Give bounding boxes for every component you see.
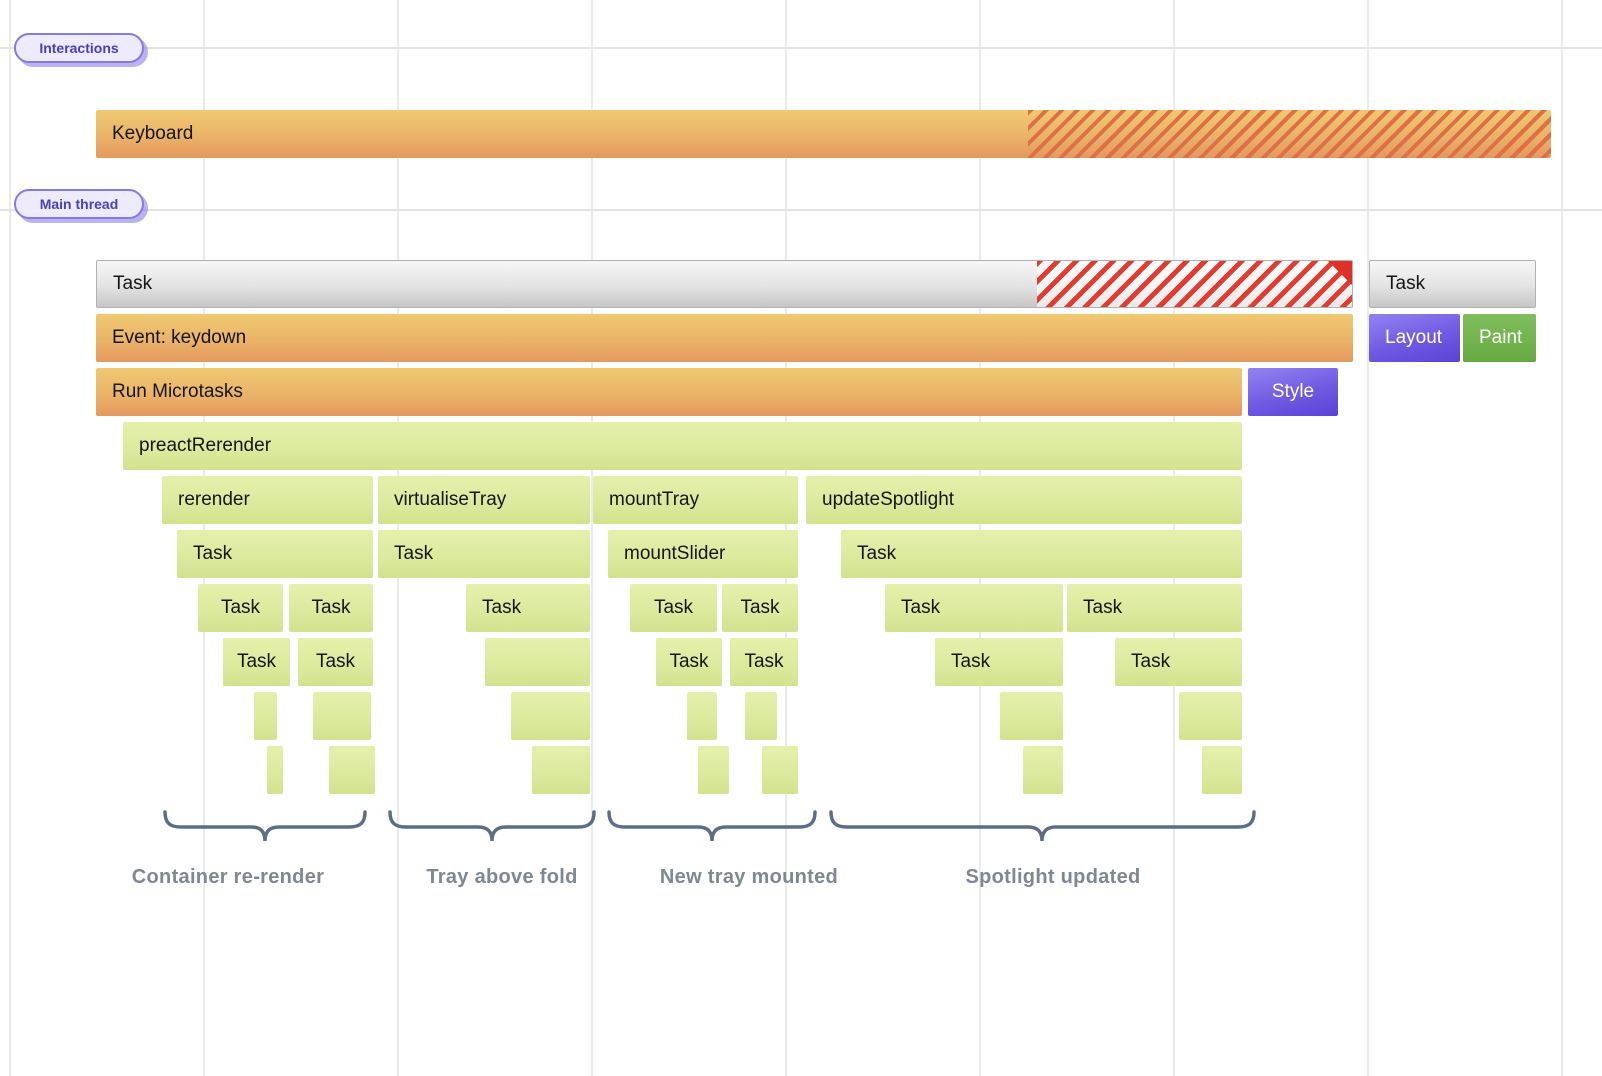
- task-label: Task: [744, 651, 784, 672]
- interactions-track-text: Interactions: [39, 40, 119, 56]
- keyboard-interaction-bar[interactable]: Keyboard: [96, 110, 1551, 158]
- long-task-overrun-hatch: [1037, 261, 1352, 307]
- task-label: Task: [193, 543, 233, 564]
- unlabeled-flame-bar[interactable]: [1202, 746, 1242, 794]
- task-label: Task: [901, 597, 941, 618]
- task-bar[interactable]: Task: [730, 638, 798, 686]
- task-bar[interactable]: Task: [223, 638, 290, 686]
- update-spotlight-label: updateSpotlight: [822, 489, 955, 510]
- task-bar[interactable]: Task: [885, 584, 1063, 632]
- event-keydown-label: Event: keydown: [112, 327, 247, 348]
- style-bar[interactable]: Style: [1248, 368, 1338, 416]
- update-spotlight-bar[interactable]: updateSpotlight: [806, 476, 1242, 524]
- task-bar[interactable]: Task: [630, 584, 717, 632]
- unlabeled-flame-bar[interactable]: [329, 746, 375, 794]
- annotation-label: New tray mounted: [659, 866, 839, 888]
- virtualise-tray-label: virtualiseTray: [394, 489, 507, 510]
- layout-label: Layout: [1385, 327, 1443, 348]
- task-label: Task: [394, 543, 434, 564]
- unlabeled-flame-bar[interactable]: [485, 638, 590, 686]
- task-bar[interactable]: Task: [177, 530, 373, 578]
- run-microtasks-bar[interactable]: Run Microtasks: [96, 368, 1242, 416]
- mount-tray-label: mountTray: [609, 489, 700, 510]
- task-bar[interactable]: Task: [289, 584, 373, 632]
- task-label: Task: [653, 597, 694, 618]
- task-bar[interactable]: Task: [298, 638, 373, 686]
- main-thread-track-label[interactable]: Main thread: [14, 189, 144, 219]
- annotation-brace: [607, 810, 817, 842]
- gridline-vertical: [9, 0, 11, 1076]
- task-label: Task: [669, 651, 709, 672]
- annotation-brace: [163, 810, 367, 842]
- task-bar[interactable]: Task: [656, 638, 722, 686]
- preact-rerender-label: preactRerender: [139, 435, 272, 456]
- unlabeled-flame-bar[interactable]: [1000, 692, 1063, 740]
- task-label: Task: [1131, 651, 1171, 672]
- paint-bar[interactable]: Paint: [1463, 314, 1536, 362]
- long-task-bar[interactable]: Task: [96, 260, 1353, 308]
- paint-label: Paint: [1479, 327, 1523, 348]
- unlabeled-flame-bar[interactable]: [1023, 746, 1063, 794]
- rerender-label: rerender: [178, 489, 250, 510]
- gridline-vertical: [1367, 0, 1369, 1076]
- interactions-track-label[interactable]: Interactions: [14, 33, 144, 63]
- task-label: Task: [236, 651, 277, 672]
- gridline-vertical: [591, 0, 593, 1076]
- mount-tray-bar[interactable]: mountTray: [593, 476, 798, 524]
- keyboard-interaction-label: Keyboard: [112, 123, 194, 144]
- task-bar[interactable]: Task: [198, 584, 283, 632]
- main-thread-track-text: Main thread: [39, 196, 119, 212]
- long-task-label: Task: [113, 273, 153, 294]
- task-label: Task: [220, 597, 261, 618]
- task-label: Task: [951, 651, 991, 672]
- unlabeled-flame-bar[interactable]: [1179, 692, 1242, 740]
- gridline-horizontal: [0, 209, 1602, 211]
- task-label: Task: [315, 651, 356, 672]
- task-label: Task: [1083, 597, 1123, 618]
- task-bar[interactable]: Task: [466, 584, 590, 632]
- preact-rerender-bar[interactable]: preactRerender: [123, 422, 1242, 470]
- annotation-label: Container re-render: [131, 866, 325, 888]
- annotation-brace: [829, 810, 1256, 842]
- virtualise-tray-bar[interactable]: virtualiseTray: [378, 476, 590, 524]
- unlabeled-flame-bar[interactable]: [511, 692, 590, 740]
- unlabeled-flame-bar[interactable]: [687, 692, 717, 740]
- mount-slider-bar[interactable]: mountSlider: [608, 530, 798, 578]
- second-task-bar[interactable]: Task: [1369, 260, 1536, 308]
- run-microtasks-label: Run Microtasks: [112, 381, 243, 402]
- task-label: Task: [857, 543, 897, 564]
- task-bar[interactable]: Task: [841, 530, 1242, 578]
- annotation-label: Tray above fold: [426, 866, 578, 888]
- unlabeled-flame-bar[interactable]: [762, 746, 798, 794]
- task-bar[interactable]: Task: [935, 638, 1063, 686]
- task-label: Task: [482, 597, 522, 618]
- task-bar[interactable]: Task: [1115, 638, 1242, 686]
- rerender-bar[interactable]: rerender: [162, 476, 373, 524]
- layout-bar[interactable]: Layout: [1369, 314, 1460, 362]
- unlabeled-flame-bar[interactable]: [267, 746, 283, 794]
- task-bar[interactable]: Task: [1067, 584, 1242, 632]
- annotation-brace: [388, 810, 596, 842]
- task-bar[interactable]: Task: [378, 530, 590, 578]
- task-label: Task: [740, 597, 780, 618]
- unlabeled-flame-bar[interactable]: [745, 692, 777, 740]
- style-label: Style: [1271, 381, 1315, 402]
- gridline-horizontal: [0, 47, 1602, 49]
- unlabeled-flame-bar[interactable]: [532, 746, 590, 794]
- unlabeled-flame-bar[interactable]: [698, 746, 729, 794]
- keyboard-delay-hatch: [1028, 110, 1551, 158]
- unlabeled-flame-bar[interactable]: [254, 692, 277, 740]
- gridline-vertical: [1561, 0, 1563, 1076]
- unlabeled-flame-bar[interactable]: [313, 692, 371, 740]
- event-keydown-bar[interactable]: Event: keydown: [96, 314, 1353, 362]
- second-task-label: Task: [1386, 273, 1426, 294]
- task-bar[interactable]: Task: [722, 584, 798, 632]
- task-label: Task: [311, 597, 351, 618]
- mount-slider-label: mountSlider: [624, 543, 726, 564]
- annotation-label: Spotlight updated: [965, 866, 1141, 888]
